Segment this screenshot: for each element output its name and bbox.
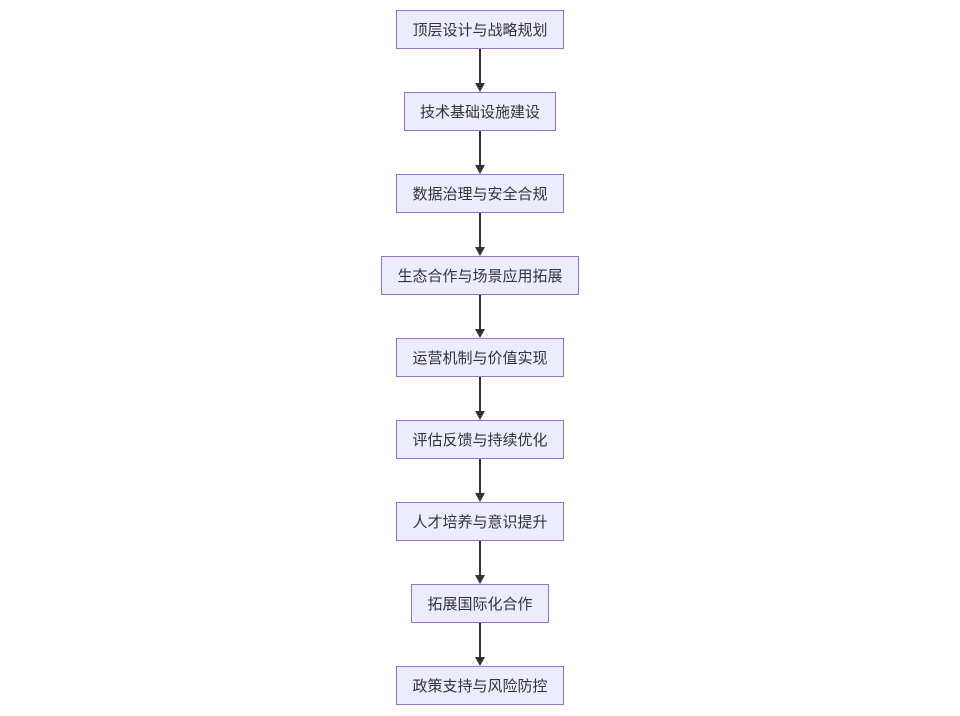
arrow-head-icon (475, 657, 485, 666)
flow-node-label: 政策支持与风险防控 (412, 678, 548, 695)
arrow-line (479, 213, 481, 248)
flow-node-label: 数据治理与安全合规 (412, 186, 548, 203)
flow-arrow (475, 541, 485, 584)
flow-node-data-governance: 数据治理与安全合规 (396, 174, 564, 213)
flow-node-label: 运营机制与价值实现 (412, 350, 548, 367)
flow-node-label: 拓展国际化合作 (427, 596, 533, 613)
flow-arrow (475, 213, 485, 256)
flow-node-top-level-design: 顶层设计与战略规划 (396, 10, 564, 49)
flow-node-label: 顶层设计与战略规划 (412, 22, 548, 39)
flow-node-operation-mechanism: 运营机制与价值实现 (396, 338, 564, 377)
arrow-line (479, 541, 481, 576)
arrow-line (479, 377, 481, 412)
arrow-head-icon (475, 165, 485, 174)
arrow-head-icon (475, 411, 485, 420)
flow-arrow (475, 377, 485, 420)
flow-node-label: 人才培养与意识提升 (412, 514, 548, 531)
arrow-line (479, 623, 481, 658)
flow-node-label: 评估反馈与持续优化 (412, 432, 548, 449)
flow-arrow (475, 295, 485, 338)
flow-node-evaluation-feedback: 评估反馈与持续优化 (396, 420, 564, 459)
flow-node-tech-infrastructure: 技术基础设施建设 (403, 92, 556, 131)
flow-arrow (475, 623, 485, 666)
arrow-head-icon (475, 247, 485, 256)
arrow-head-icon (475, 329, 485, 338)
flow-arrow (475, 49, 485, 92)
flow-node-ecosystem-cooperation: 生态合作与场景应用拓展 (381, 256, 579, 295)
arrow-line (479, 459, 481, 494)
flow-node-talent-cultivation: 人才培养与意识提升 (396, 502, 564, 541)
arrow-line (479, 295, 481, 330)
flow-arrow (475, 459, 485, 502)
flow-node-label: 生态合作与场景应用拓展 (397, 268, 563, 285)
flow-node-policy-support: 政策支持与风险防控 (396, 666, 564, 705)
arrow-line (479, 49, 481, 84)
flow-node-international-cooperation: 拓展国际化合作 (411, 584, 549, 623)
flow-node-label: 技术基础设施建设 (419, 104, 540, 121)
arrow-line (479, 131, 481, 166)
flow-arrow (475, 131, 485, 174)
arrow-head-icon (475, 493, 485, 502)
arrow-head-icon (475, 83, 485, 92)
arrow-head-icon (475, 575, 485, 584)
